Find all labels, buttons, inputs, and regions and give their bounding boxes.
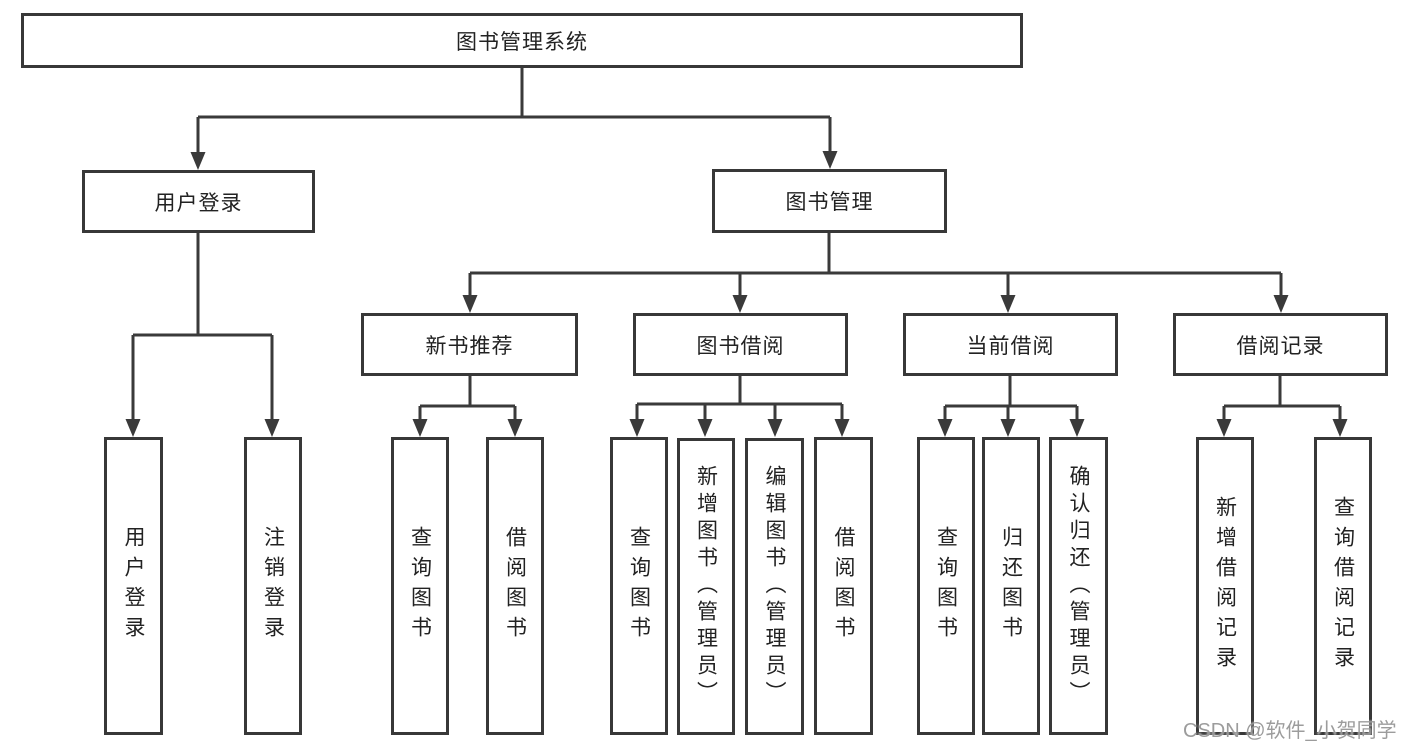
node-label: 图书借阅: [696, 334, 785, 358]
node-label: 用户登录: [154, 191, 243, 215]
node-book-borrow: 图书借阅: [633, 313, 848, 376]
leaf-add-book-admin: 新增图书（管理员）: [677, 438, 735, 735]
csdn-watermark: CSDN @软件_小贺同学: [1183, 720, 1397, 742]
node-new-book-recommend: 新书推荐: [361, 313, 578, 376]
node-book-management: 图书管理: [712, 169, 947, 233]
leaf-borrow-books-recommend: 借阅图书: [486, 437, 544, 735]
node-user-login-branch: 用户登录: [82, 170, 315, 233]
leaf-return-book: 归还图书: [982, 437, 1040, 735]
node-current-borrow: 当前借阅: [903, 313, 1118, 376]
leaf-user-login: 用户登录: [104, 437, 163, 735]
leaf-query-books-current: 查询图书: [917, 437, 975, 735]
node-label: 归还图书: [999, 526, 1023, 646]
node-label: 图书管理系统: [456, 30, 588, 54]
node-label: 借阅图书: [832, 526, 855, 646]
node-label: 查询图书: [934, 526, 958, 646]
leaf-add-borrow-record: 新增借阅记录: [1196, 437, 1254, 735]
node-label: 注销登录: [261, 526, 285, 646]
node-label: 借阅图书: [503, 526, 527, 646]
node-label: 新增借阅记录: [1213, 496, 1237, 676]
node-label: 查询图书: [627, 526, 651, 646]
node-label: 当前借阅: [966, 334, 1055, 358]
leaf-query-borrow-record: 查询借阅记录: [1314, 437, 1372, 735]
node-borrow-records: 借阅记录: [1173, 313, 1388, 376]
node-label: 查询图书: [408, 526, 432, 646]
node-label: 查询借阅记录: [1331, 496, 1355, 676]
node-label: 确认归还（管理员）: [1067, 464, 1090, 708]
node-label: 图书管理: [785, 191, 874, 214]
leaf-query-books-borrow: 查询图书: [610, 437, 668, 735]
node-label: 新增图书（管理员）: [694, 465, 718, 708]
node-label: 用户登录: [122, 526, 145, 646]
leaf-confirm-return-admin: 确认归还（管理员）: [1049, 437, 1108, 735]
leaf-edit-book-admin: 编辑图书（管理员）: [745, 438, 804, 735]
leaf-query-books-recommend: 查询图书: [391, 437, 449, 735]
node-library-management-system: 图书管理系统: [21, 13, 1023, 68]
node-label: 借阅记录: [1236, 334, 1325, 358]
leaf-logout: 注销登录: [244, 437, 302, 735]
node-label: 新书推荐: [425, 334, 514, 358]
leaf-borrow-books: 借阅图书: [814, 437, 873, 735]
node-label: 编辑图书（管理员）: [763, 465, 786, 708]
